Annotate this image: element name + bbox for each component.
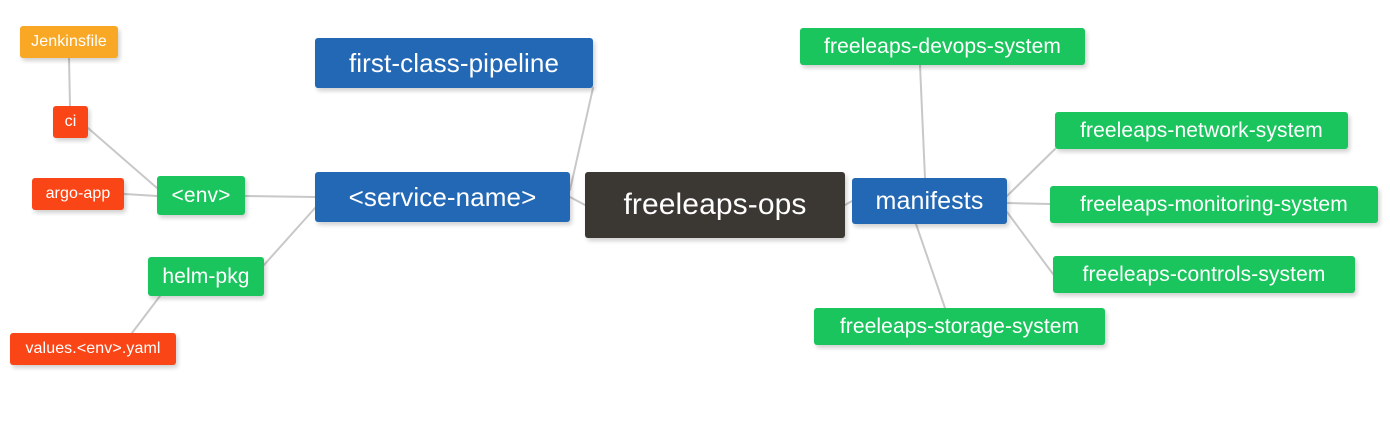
edge-manifests-to-freeleaps-network-system xyxy=(1006,148,1056,197)
node-label: freeleaps-monitoring-system xyxy=(1080,193,1348,216)
edge-manifests-to-freeleaps-storage-system xyxy=(915,223,946,309)
edge-manifests-to-freeleaps-monitoring-system xyxy=(1006,202,1051,205)
node-label: freeleaps-network-system xyxy=(1080,119,1323,142)
node-freeleaps-network-system[interactable]: freeleaps-network-system xyxy=(1055,112,1348,149)
node-jenkinsfile[interactable]: Jenkinsfile xyxy=(20,26,118,58)
edge-ci-to-jenkinsfile xyxy=(68,57,71,107)
node-label: <service-name> xyxy=(348,182,537,212)
node-freeleaps-storage-system[interactable]: freeleaps-storage-system xyxy=(814,308,1105,345)
node-freeleaps-ops[interactable]: freeleaps-ops xyxy=(585,172,845,238)
node-label: freeleaps-ops xyxy=(623,188,807,221)
node-label: freeleaps-controls-system xyxy=(1082,263,1326,286)
node-label: manifests xyxy=(875,186,984,215)
edge-helm-pkg-to-values-env-yaml xyxy=(131,295,161,334)
node-helm-pkg[interactable]: helm-pkg xyxy=(148,257,264,296)
node-freeleaps-monitoring-system[interactable]: freeleaps-monitoring-system xyxy=(1050,186,1378,223)
edge-freeleaps-ops-to-service-name xyxy=(569,196,586,206)
node-values-env-yaml[interactable]: values.<env>.yaml xyxy=(10,333,176,365)
node-service-name[interactable]: <service-name> xyxy=(315,172,570,222)
node-label: freeleaps-devops-system xyxy=(824,35,1061,58)
node-first-class-pipeline[interactable]: first-class-pipeline xyxy=(315,38,593,88)
node-manifests[interactable]: manifests xyxy=(852,178,1007,224)
node-env[interactable]: <env> xyxy=(157,176,245,215)
edge-env-to-argo-app xyxy=(123,193,158,197)
edge-freeleaps-ops-to-manifests xyxy=(844,200,853,206)
node-ci[interactable]: ci xyxy=(53,106,88,138)
edge-manifests-to-freeleaps-controls-system xyxy=(1006,211,1054,275)
node-label: Jenkinsfile xyxy=(31,33,107,50)
node-label: values.<env>.yaml xyxy=(25,340,161,357)
node-freeleaps-devops-system[interactable]: freeleaps-devops-system xyxy=(800,28,1085,65)
node-freeleaps-controls-system[interactable]: freeleaps-controls-system xyxy=(1053,256,1355,293)
edge-service-name-to-helm-pkg xyxy=(263,207,316,266)
node-label: <env> xyxy=(171,184,231,207)
node-argo-app[interactable]: argo-app xyxy=(32,178,124,210)
node-label: ci xyxy=(64,113,77,130)
node-label: argo-app xyxy=(45,185,111,202)
node-label: helm-pkg xyxy=(162,265,250,288)
node-label: first-class-pipeline xyxy=(348,48,560,78)
edge-service-name-to-env xyxy=(244,195,316,198)
node-label: freeleaps-storage-system xyxy=(839,315,1080,338)
edge-manifests-to-freeleaps-devops-system xyxy=(919,64,926,179)
